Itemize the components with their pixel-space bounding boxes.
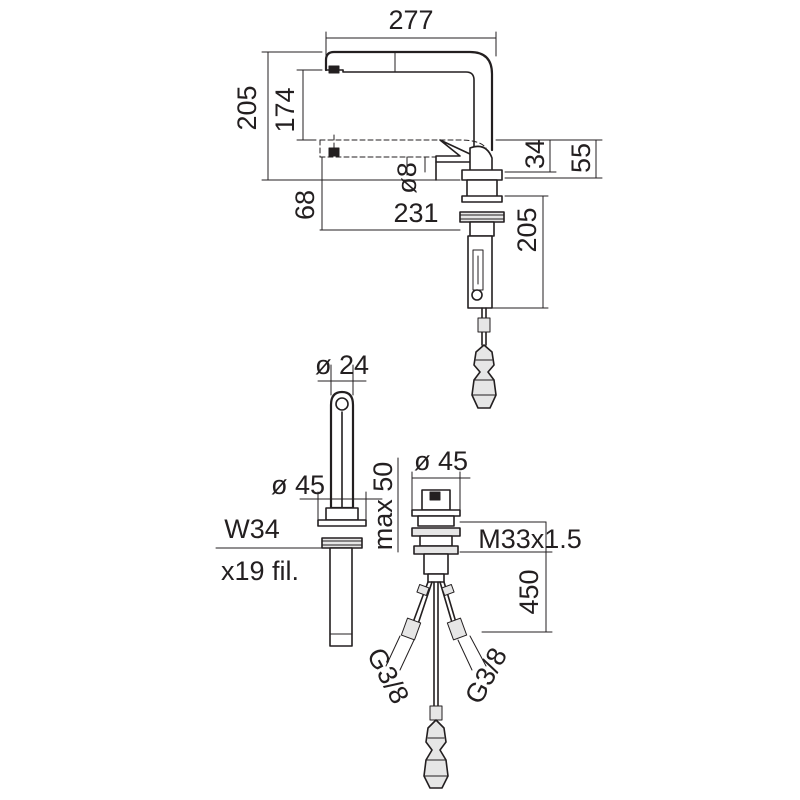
install-base-plate bbox=[411, 509, 461, 517]
install-body-dot bbox=[429, 491, 441, 501]
spray-head-top bbox=[328, 65, 340, 74]
dim-ø45-right-label: ø 45 bbox=[414, 446, 468, 476]
dim-g38-right-leader bbox=[457, 639, 473, 671]
dim-g38-left-leader-2 bbox=[399, 639, 415, 671]
dim-55-label: 55 bbox=[566, 143, 596, 173]
install-nut bbox=[411, 527, 461, 537]
fixing-nut bbox=[459, 211, 505, 223]
dim-g38-right-leader-2 bbox=[469, 635, 487, 667]
shank-top bbox=[469, 221, 495, 237]
base-plate bbox=[461, 195, 503, 203]
dim-205-label: 205 bbox=[232, 85, 262, 130]
front-body-base bbox=[325, 507, 359, 521]
hose-left-ferrule bbox=[416, 584, 430, 596]
front-base-plate bbox=[317, 519, 367, 527]
hose-fitting bbox=[477, 317, 491, 333]
spout-outline-inner bbox=[342, 69, 475, 153]
hose-left-fitting bbox=[400, 617, 422, 641]
dim-ø45-left-label: ø 45 bbox=[271, 470, 325, 500]
dim-g38-left-label: G3/8 bbox=[361, 643, 415, 709]
body-collar bbox=[461, 169, 503, 181]
install-collar bbox=[417, 515, 455, 527]
dim-174-label: 174 bbox=[270, 87, 300, 132]
dim-fil-label: x19 fil. bbox=[221, 556, 299, 586]
spout-lowered-dashed bbox=[319, 139, 487, 149]
install-view bbox=[385, 457, 553, 789]
hose-weight bbox=[471, 344, 497, 409]
dim-g38-left-leader bbox=[385, 635, 401, 667]
dim-ø8-label: ø8 bbox=[392, 162, 422, 194]
install-shank-1 bbox=[419, 535, 453, 547]
dim-68-label: 68 bbox=[290, 190, 320, 220]
spout-front-head bbox=[335, 397, 349, 411]
dim-ø24-label: ø 24 bbox=[315, 350, 369, 380]
front-shank bbox=[329, 547, 353, 647]
lever bbox=[435, 139, 476, 163]
dim-34-label: 34 bbox=[520, 139, 550, 169]
install-shank-2 bbox=[423, 553, 449, 575]
install-shank-3 bbox=[427, 573, 445, 583]
dim-m33-label: M33x1.5 bbox=[478, 524, 582, 554]
dim-231-label: 231 bbox=[393, 198, 438, 228]
shank-clip bbox=[471, 289, 483, 301]
dim-450-label: 450 bbox=[514, 569, 544, 614]
dim-277-label: 277 bbox=[388, 5, 433, 35]
hose-right-ferrule bbox=[441, 584, 455, 596]
spray-head-lowered bbox=[328, 147, 340, 157]
dim-205r-label: 205 bbox=[512, 207, 542, 252]
center-hose-weight bbox=[423, 719, 449, 789]
dim-g38-right-label: G3/8 bbox=[459, 643, 513, 709]
top-elevation bbox=[319, 50, 505, 409]
hose-right-fitting bbox=[446, 617, 468, 641]
install-nut-2 bbox=[413, 545, 459, 555]
dimension-lines-top bbox=[261, 31, 603, 309]
center-hose-fitting bbox=[429, 705, 443, 721]
dim-w34-label: W34 bbox=[224, 514, 280, 544]
spout-outline-outer bbox=[324, 50, 494, 152]
dim-max50-label: max 50 bbox=[368, 462, 398, 551]
front-view bbox=[215, 364, 383, 647]
front-nut bbox=[321, 537, 363, 549]
